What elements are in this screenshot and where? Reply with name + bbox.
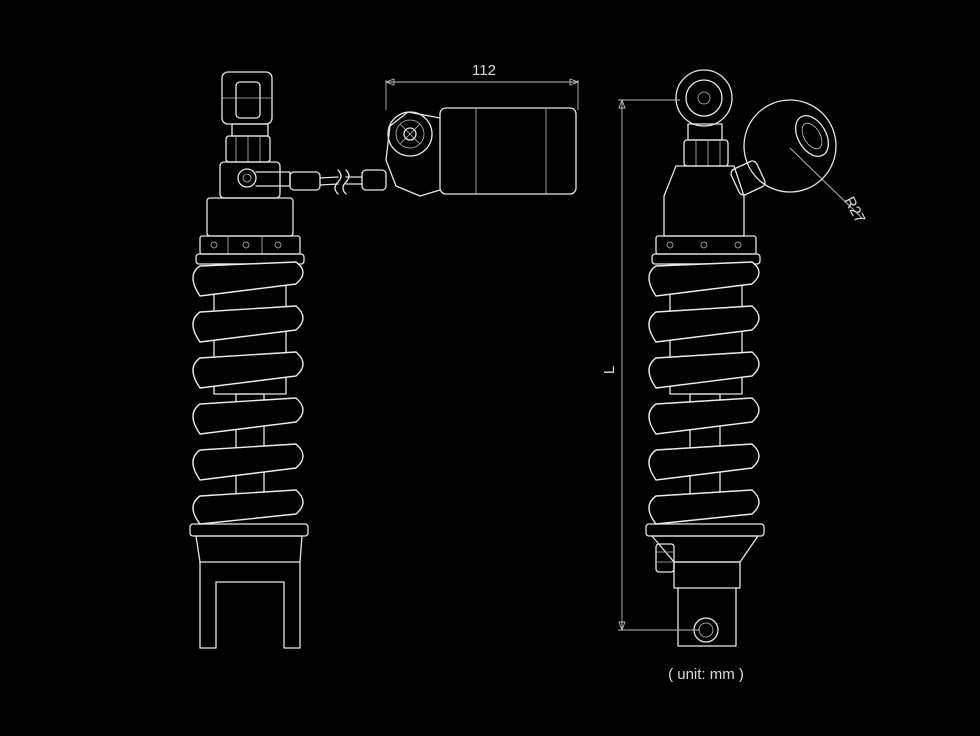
length-label: L xyxy=(601,366,618,374)
left-top-mount xyxy=(221,71,273,163)
left-bottom-clevis xyxy=(189,523,309,649)
length-dimension xyxy=(618,98,700,632)
right-bottom-eye xyxy=(645,523,765,647)
left-shock-view xyxy=(189,71,387,649)
reservoir-width-dimension xyxy=(384,78,580,110)
right-top-eye xyxy=(675,69,733,167)
left-body-block xyxy=(206,161,294,237)
unit-note: ( unit: mm ) xyxy=(668,666,744,683)
right-coil-spring xyxy=(648,261,760,525)
remote-reservoir xyxy=(385,107,577,197)
right-body xyxy=(651,160,766,265)
reservoir-detail-view xyxy=(743,99,863,219)
left-preload-collar xyxy=(195,235,305,265)
left-coil-spring xyxy=(192,261,304,525)
reservoir-width-label: 112 xyxy=(472,62,496,79)
reservoir-hose xyxy=(289,169,387,195)
right-shock-view xyxy=(645,69,766,647)
radius-label: R27 xyxy=(840,194,868,226)
